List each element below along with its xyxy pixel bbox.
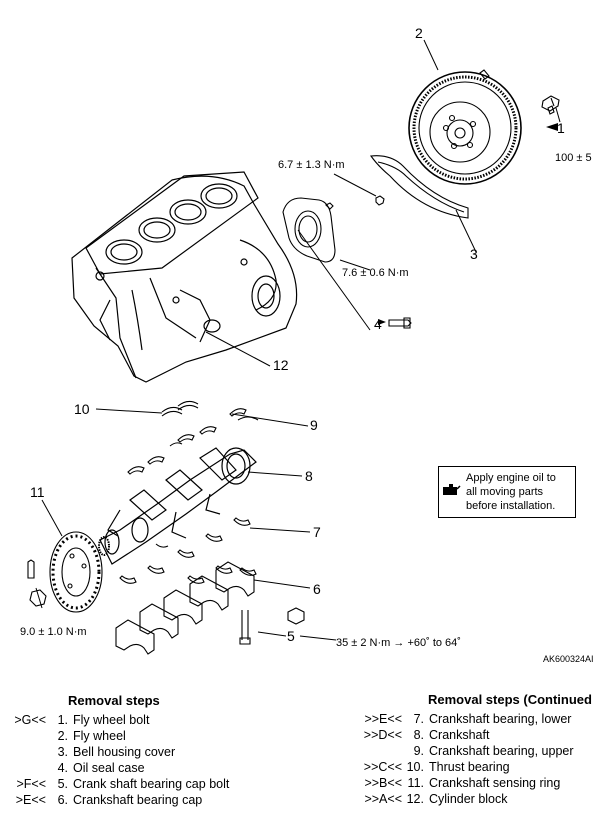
leader-lines: [35, 39, 561, 641]
step-label: Crankshaft: [429, 728, 490, 742]
callout-3: 3: [470, 246, 478, 262]
removal-step-item: >>E<< 7. Crankshaft bearing, lower: [356, 711, 601, 727]
thrust-bearings: [161, 400, 199, 417]
step-mark: [6, 728, 46, 744]
step-mark: [6, 744, 46, 760]
removal-step-item: >F<< 5. Crank shaft bearing cap bolt: [6, 776, 286, 792]
cylinder-block: [71, 171, 298, 383]
torque-flywheel-bolt: 100 ± 5: [555, 152, 592, 164]
step-number: 6.: [57, 793, 68, 807]
step-mark: >F<<: [16, 777, 46, 791]
step-number: 5.: [57, 777, 68, 791]
figure-code: AK600324AI: [543, 654, 594, 664]
step-number: 9.: [413, 744, 424, 758]
step-label: Thrust bearing: [429, 760, 510, 774]
step-label: Cylinder block: [429, 792, 508, 806]
torque-bearing-cap-bolt: 35 ± 2 N·m → +60˚ to 64˚: [336, 637, 461, 649]
step-mark: >>D<<: [363, 728, 402, 742]
step-label: Crankshaft sensing ring: [429, 776, 561, 790]
removal-step-item: 2. Fly wheel: [6, 728, 286, 744]
step-label: Bell housing cover: [73, 745, 176, 759]
callout-10: 10: [74, 401, 90, 417]
torque-sensing-ring: 9.0 ± 1.0 N·m: [20, 626, 87, 638]
oil-can-icon: [443, 484, 461, 495]
step-number: 3.: [57, 745, 68, 759]
step-number: 7.: [413, 712, 424, 726]
step-mark: >>B<<: [364, 776, 402, 790]
bearing-cap-bolt: [239, 607, 305, 645]
step-number: 11.: [407, 776, 424, 790]
step-label: Oil seal case: [73, 761, 145, 775]
step-mark: >>A<<: [364, 792, 402, 806]
removal-steps-title: Removal steps: [68, 693, 160, 708]
removal-step-item: 3. Bell housing cover: [6, 744, 286, 760]
flywheel: [408, 69, 522, 185]
step-label: Crankshaft bearing, lower: [429, 712, 572, 726]
oil-seal-bolt: [388, 317, 412, 329]
step-number: 10.: [406, 760, 424, 774]
step-label: Fly wheel: [73, 729, 126, 743]
callout-12: 12: [273, 357, 289, 373]
upper-bearings: [127, 408, 259, 475]
step-number: 2.: [57, 729, 68, 743]
callout-9: 9: [310, 417, 318, 433]
oil-seal-case: [282, 197, 336, 263]
removal-step-item: 9. Crankshaft bearing, upper: [356, 743, 601, 759]
step-mark: >>E<<: [364, 712, 402, 726]
step-number: 8.: [413, 728, 424, 742]
step-number: 4.: [57, 761, 68, 775]
step-mark: >G<<: [14, 713, 46, 727]
removal-step-item: >>D<< 8. Crankshaft: [356, 727, 601, 743]
callout-6: 6: [313, 581, 321, 597]
step-label: Crankshaft bearing cap: [73, 793, 203, 807]
callout-11: 11: [30, 484, 45, 500]
callout-2: 2: [415, 25, 423, 41]
bearing-caps: [115, 561, 255, 655]
bell-housing-bolt: [375, 195, 385, 206]
torque-bell-housing: 6.7 ± 1.3 N·m: [278, 159, 345, 171]
step-mark: >>C<<: [363, 760, 402, 774]
step-label: Crank shaft bearing cap bolt: [73, 777, 230, 791]
callout-8: 8: [305, 468, 313, 484]
crankshaft: [98, 447, 257, 565]
removal-steps-left: Removal steps >G<< 1. Fly wheel bolt 2. Fly …: [6, 693, 286, 808]
step-mark: >E<<: [15, 793, 46, 807]
removal-steps-continued-title: Removal steps (Continued: [428, 692, 592, 707]
removal-step-item: 4. Oil seal case: [6, 760, 286, 776]
bell-housing-cover: [370, 155, 469, 219]
crankshaft-sensing-ring: [49, 531, 103, 613]
step-number: 1.: [57, 713, 68, 727]
removal-step-item: >E<< 6. Crankshaft bearing cap: [6, 792, 286, 808]
step-label: Fly wheel bolt: [73, 713, 150, 727]
removal-step-item: >G<< 1. Fly wheel bolt: [6, 712, 286, 728]
callout-5: 5: [287, 628, 295, 644]
step-number: 12.: [406, 792, 424, 806]
step-mark: [6, 760, 46, 776]
removal-step-item: >>B<< 11. Crankshaft sensing ring: [356, 775, 601, 791]
callout-1: 1: [557, 120, 565, 136]
torque-oil-seal-case: 7.6 ± 0.6 N·m: [342, 267, 409, 279]
note-box: Apply engine oil to all moving parts bef…: [438, 466, 576, 518]
arrow-heads: [378, 123, 558, 325]
removal-steps-right: Removal steps (Continued >>E<< 7. Cranksha…: [356, 692, 601, 807]
sensing-ring-bolt: [27, 559, 35, 579]
step-mark: [356, 743, 402, 759]
removal-step-item: >>C<< 10. Thrust bearing: [356, 759, 601, 775]
bolt-detail: [29, 589, 47, 607]
callout-7: 7: [313, 524, 321, 540]
lower-bearings: [119, 517, 257, 584]
note-text: Apply engine oil to all moving parts bef…: [466, 472, 556, 512]
callout-4: 4: [374, 316, 382, 332]
step-label: Crankshaft bearing, upper: [429, 744, 574, 758]
removal-step-item: >>A<< 12. Cylinder block: [356, 791, 601, 807]
flywheel-bolt: [541, 95, 560, 115]
